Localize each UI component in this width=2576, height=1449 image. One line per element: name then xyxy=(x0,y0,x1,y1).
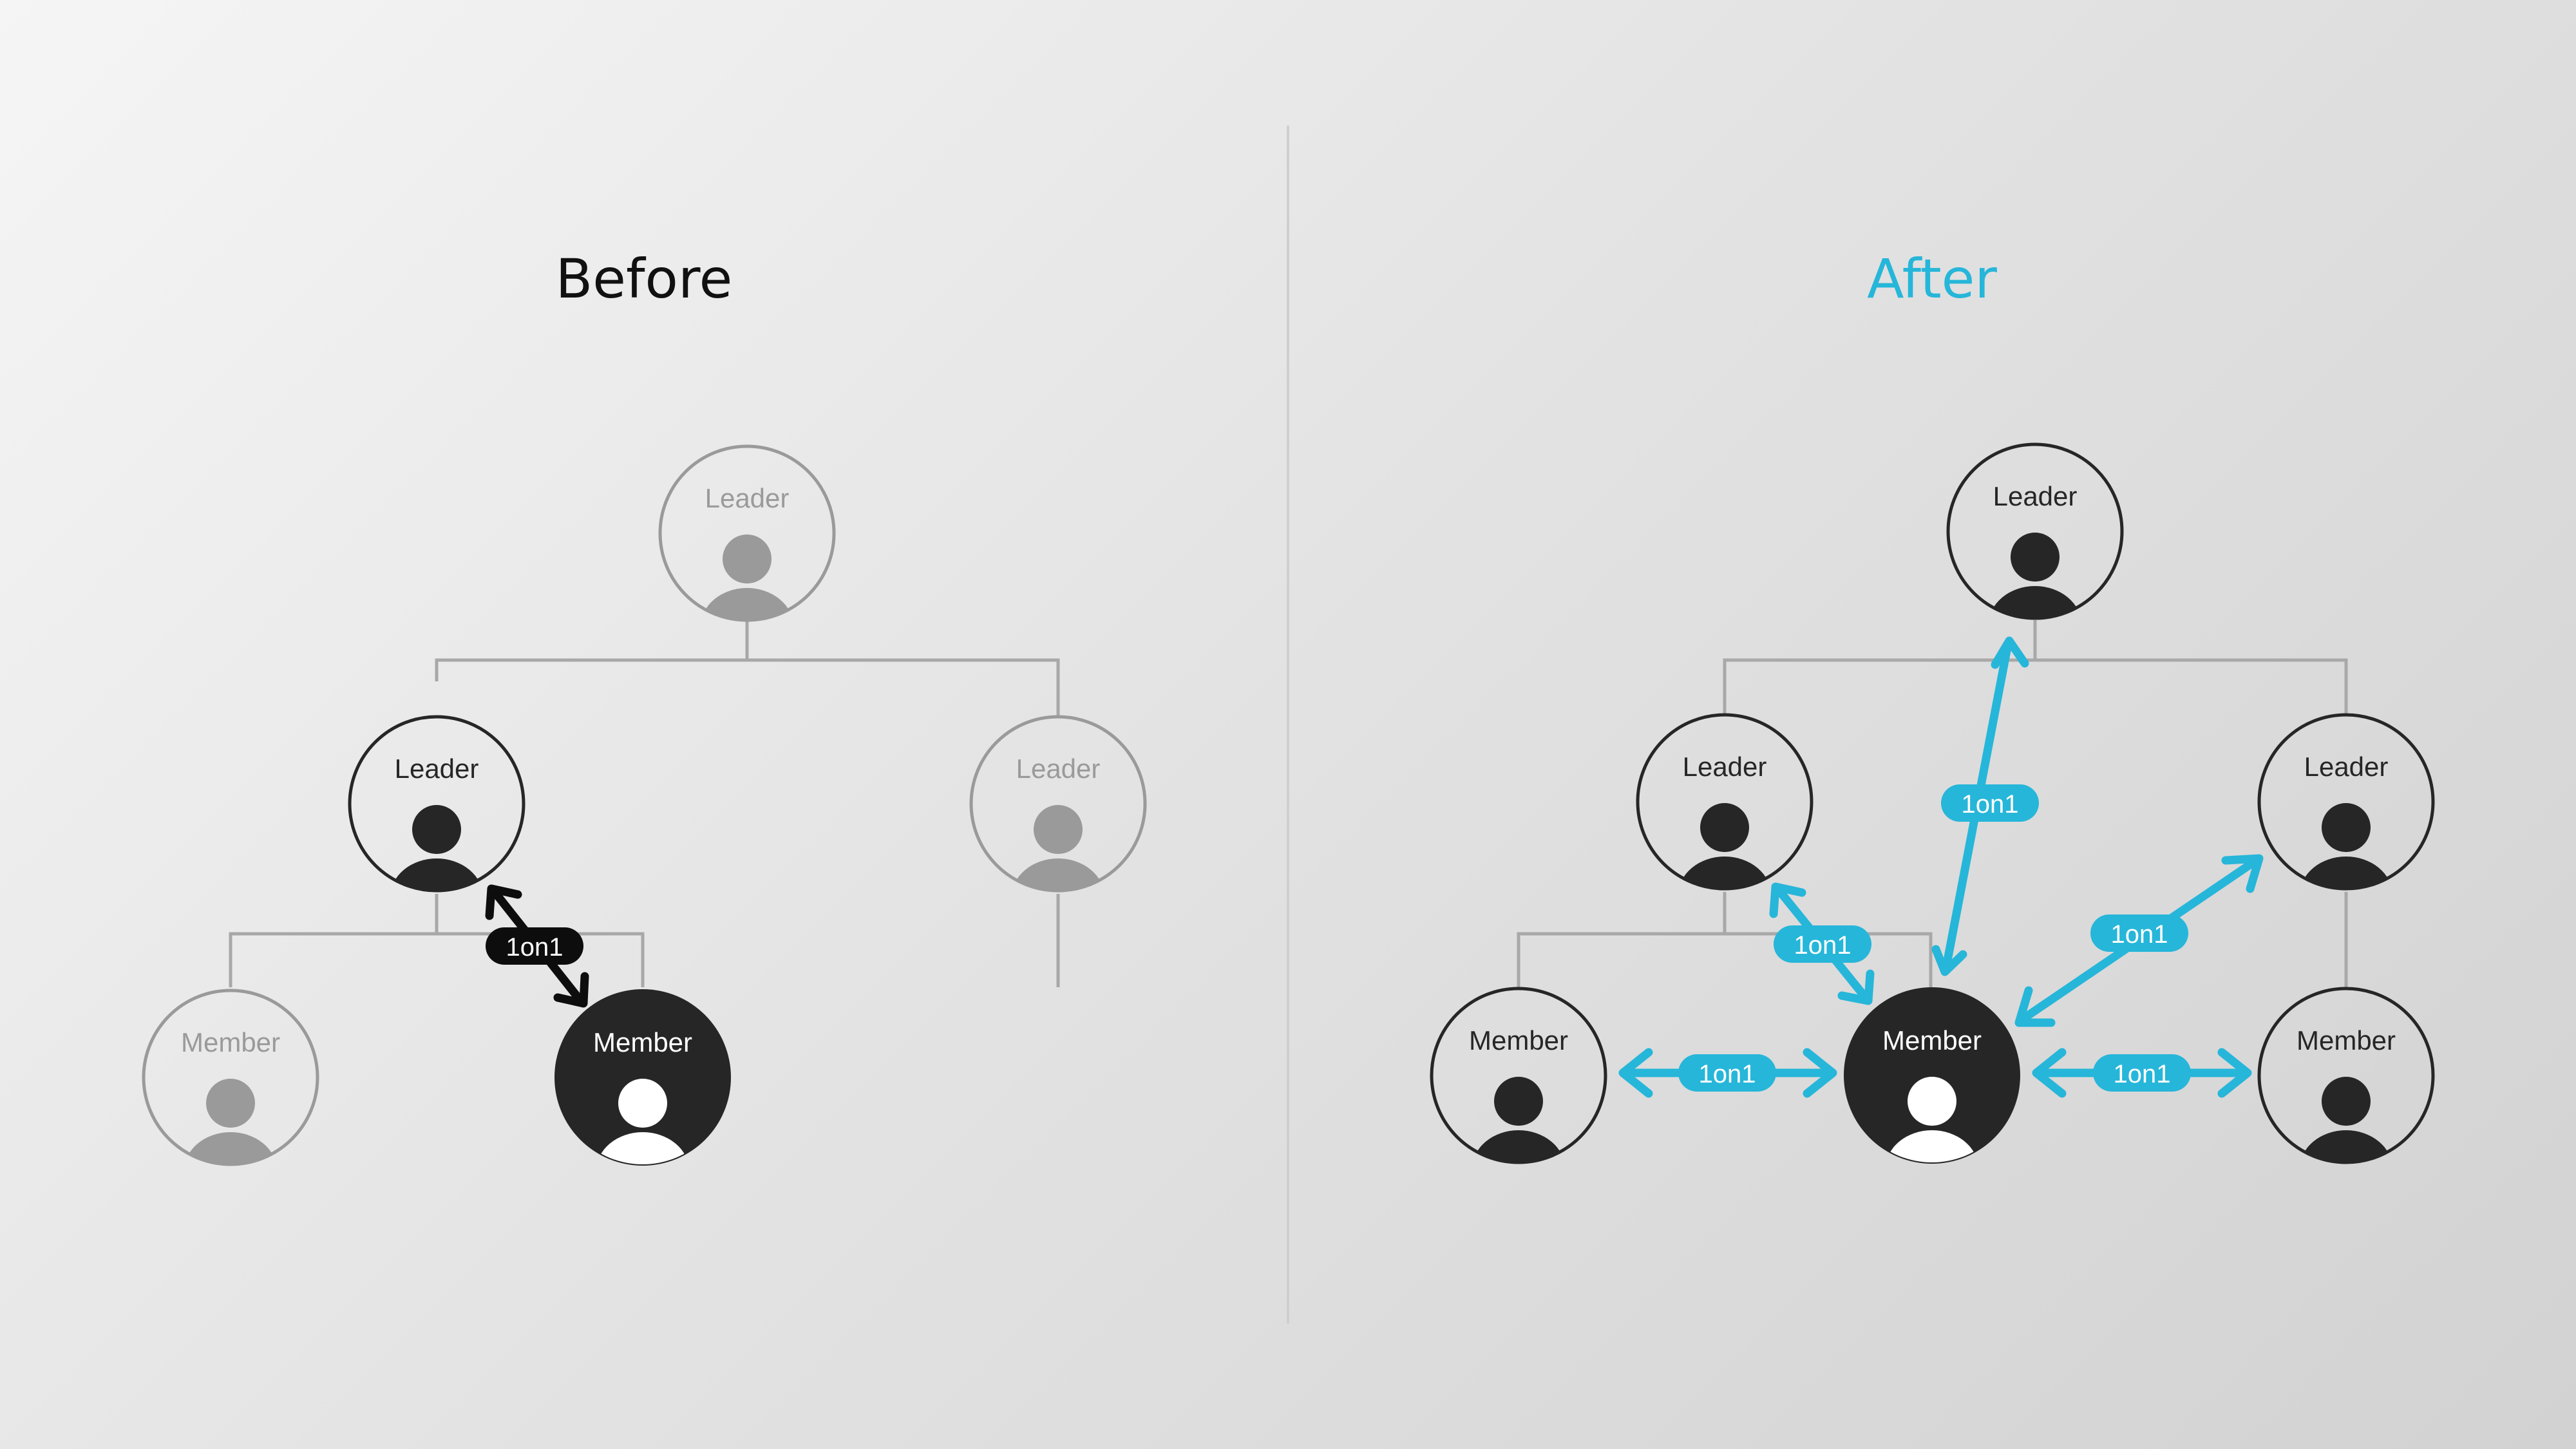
before-top-leader: Leader xyxy=(658,444,836,622)
link-label: 1on1 xyxy=(506,933,564,961)
node-label: Member xyxy=(1882,1025,1982,1056)
after-title: After xyxy=(1867,247,1997,310)
node-label: Leader xyxy=(1993,481,2078,511)
link-label: 1on1 xyxy=(1699,1060,1756,1088)
node-label: Member xyxy=(593,1027,692,1057)
node-label: Leader xyxy=(705,483,790,513)
node-label: Member xyxy=(1469,1025,1568,1056)
before-right-leader: Leader xyxy=(969,715,1147,893)
person-icon xyxy=(1494,1077,1543,1126)
link-label: 1on1 xyxy=(2114,1060,2171,1088)
node-label: Leader xyxy=(1016,753,1101,784)
person-icon xyxy=(2322,803,2371,852)
node-label: Leader xyxy=(2304,752,2389,782)
person-icon xyxy=(1908,1077,1956,1126)
before-tree-connectors xyxy=(229,620,1060,987)
link-label: 1on1 xyxy=(2111,920,2168,949)
person-icon xyxy=(1034,805,1083,854)
after-tree-connectors xyxy=(1517,620,2348,989)
before-member-left: Member xyxy=(142,989,319,1166)
person-icon xyxy=(618,1079,667,1128)
person-icon xyxy=(723,535,772,583)
link-label: 1on1 xyxy=(1962,790,2019,819)
person-icon xyxy=(2322,1077,2371,1126)
person-icon xyxy=(1700,803,1749,852)
after-top-leader: Leader xyxy=(1946,442,2124,620)
after-member-left: Member xyxy=(1430,987,1607,1164)
after-left-leader: Leader xyxy=(1636,713,1814,891)
person-icon xyxy=(206,1079,255,1128)
node-label: Leader xyxy=(1683,752,1767,782)
after-right-leader: Leader xyxy=(2257,713,2435,891)
node-label: Leader xyxy=(395,753,479,784)
after-member-self: Member xyxy=(1844,987,2020,1164)
node-label: Member xyxy=(181,1027,280,1057)
after-link-labels: 1on1 1on1 1on1 1on1 1on1 xyxy=(1678,784,2191,1092)
before-one-on-one-link: 1on1 xyxy=(485,884,589,1008)
after-member-right: Member xyxy=(2257,987,2435,1164)
node-label: Member xyxy=(2297,1025,2396,1056)
before-member-self: Member xyxy=(554,989,731,1166)
person-icon xyxy=(412,805,461,854)
before-left-leader: Leader xyxy=(348,715,526,893)
before-title: Before xyxy=(556,247,733,310)
person-icon xyxy=(2011,533,2060,582)
link-label: 1on1 xyxy=(1794,931,1852,960)
